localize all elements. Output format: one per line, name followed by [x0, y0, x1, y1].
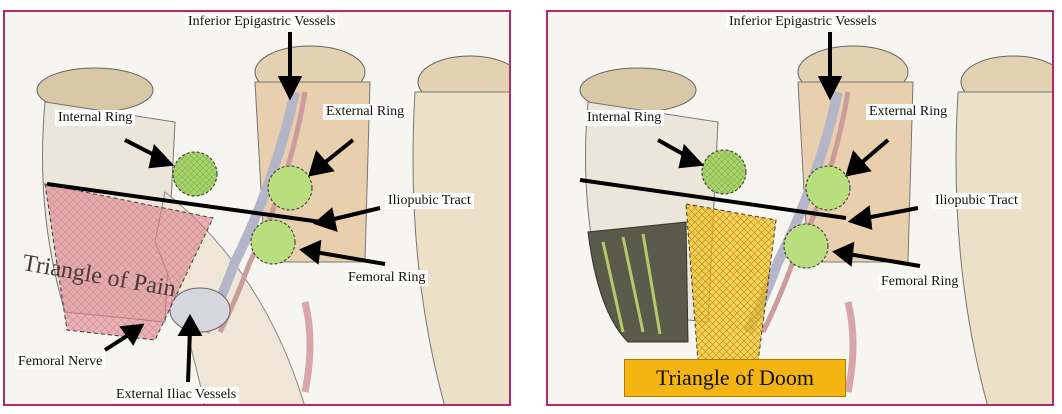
panel-triangle-of-doom: Inferior Epigastric Vessels Internal Rin… — [546, 10, 1054, 406]
anatomy-illustration-right — [548, 12, 1054, 406]
triangle-of-doom-label: Triangle of Doom — [624, 359, 846, 397]
internal-ring-label: Internal Ring — [55, 110, 135, 126]
iliopubic-tract-label: Iliopubic Tract — [385, 193, 474, 209]
inferior-epigastric-vessels-label: Inferior Epigastric Vessels — [185, 14, 338, 30]
external-ring-label: External Ring — [323, 104, 407, 120]
external-iliac-vessels-label: External Iliac Vessels — [113, 387, 239, 403]
femoral-ring-label: Femoral Ring — [345, 270, 428, 286]
femoral-ring-label: Femoral Ring — [878, 274, 961, 290]
iliopubic-tract-label: Iliopubic Tract — [932, 193, 1021, 209]
femoral-nerve-label: Femoral Nerve — [15, 354, 105, 370]
anatomy-illustration-left — [5, 12, 511, 406]
external-ring-label: External Ring — [866, 104, 950, 120]
inferior-epigastric-vessels-label: Inferior Epigastric Vessels — [726, 14, 879, 30]
panel-triangle-of-pain: Inferior Epigastric Vessels Internal Rin… — [3, 10, 511, 406]
internal-ring-label: Internal Ring — [584, 110, 664, 126]
